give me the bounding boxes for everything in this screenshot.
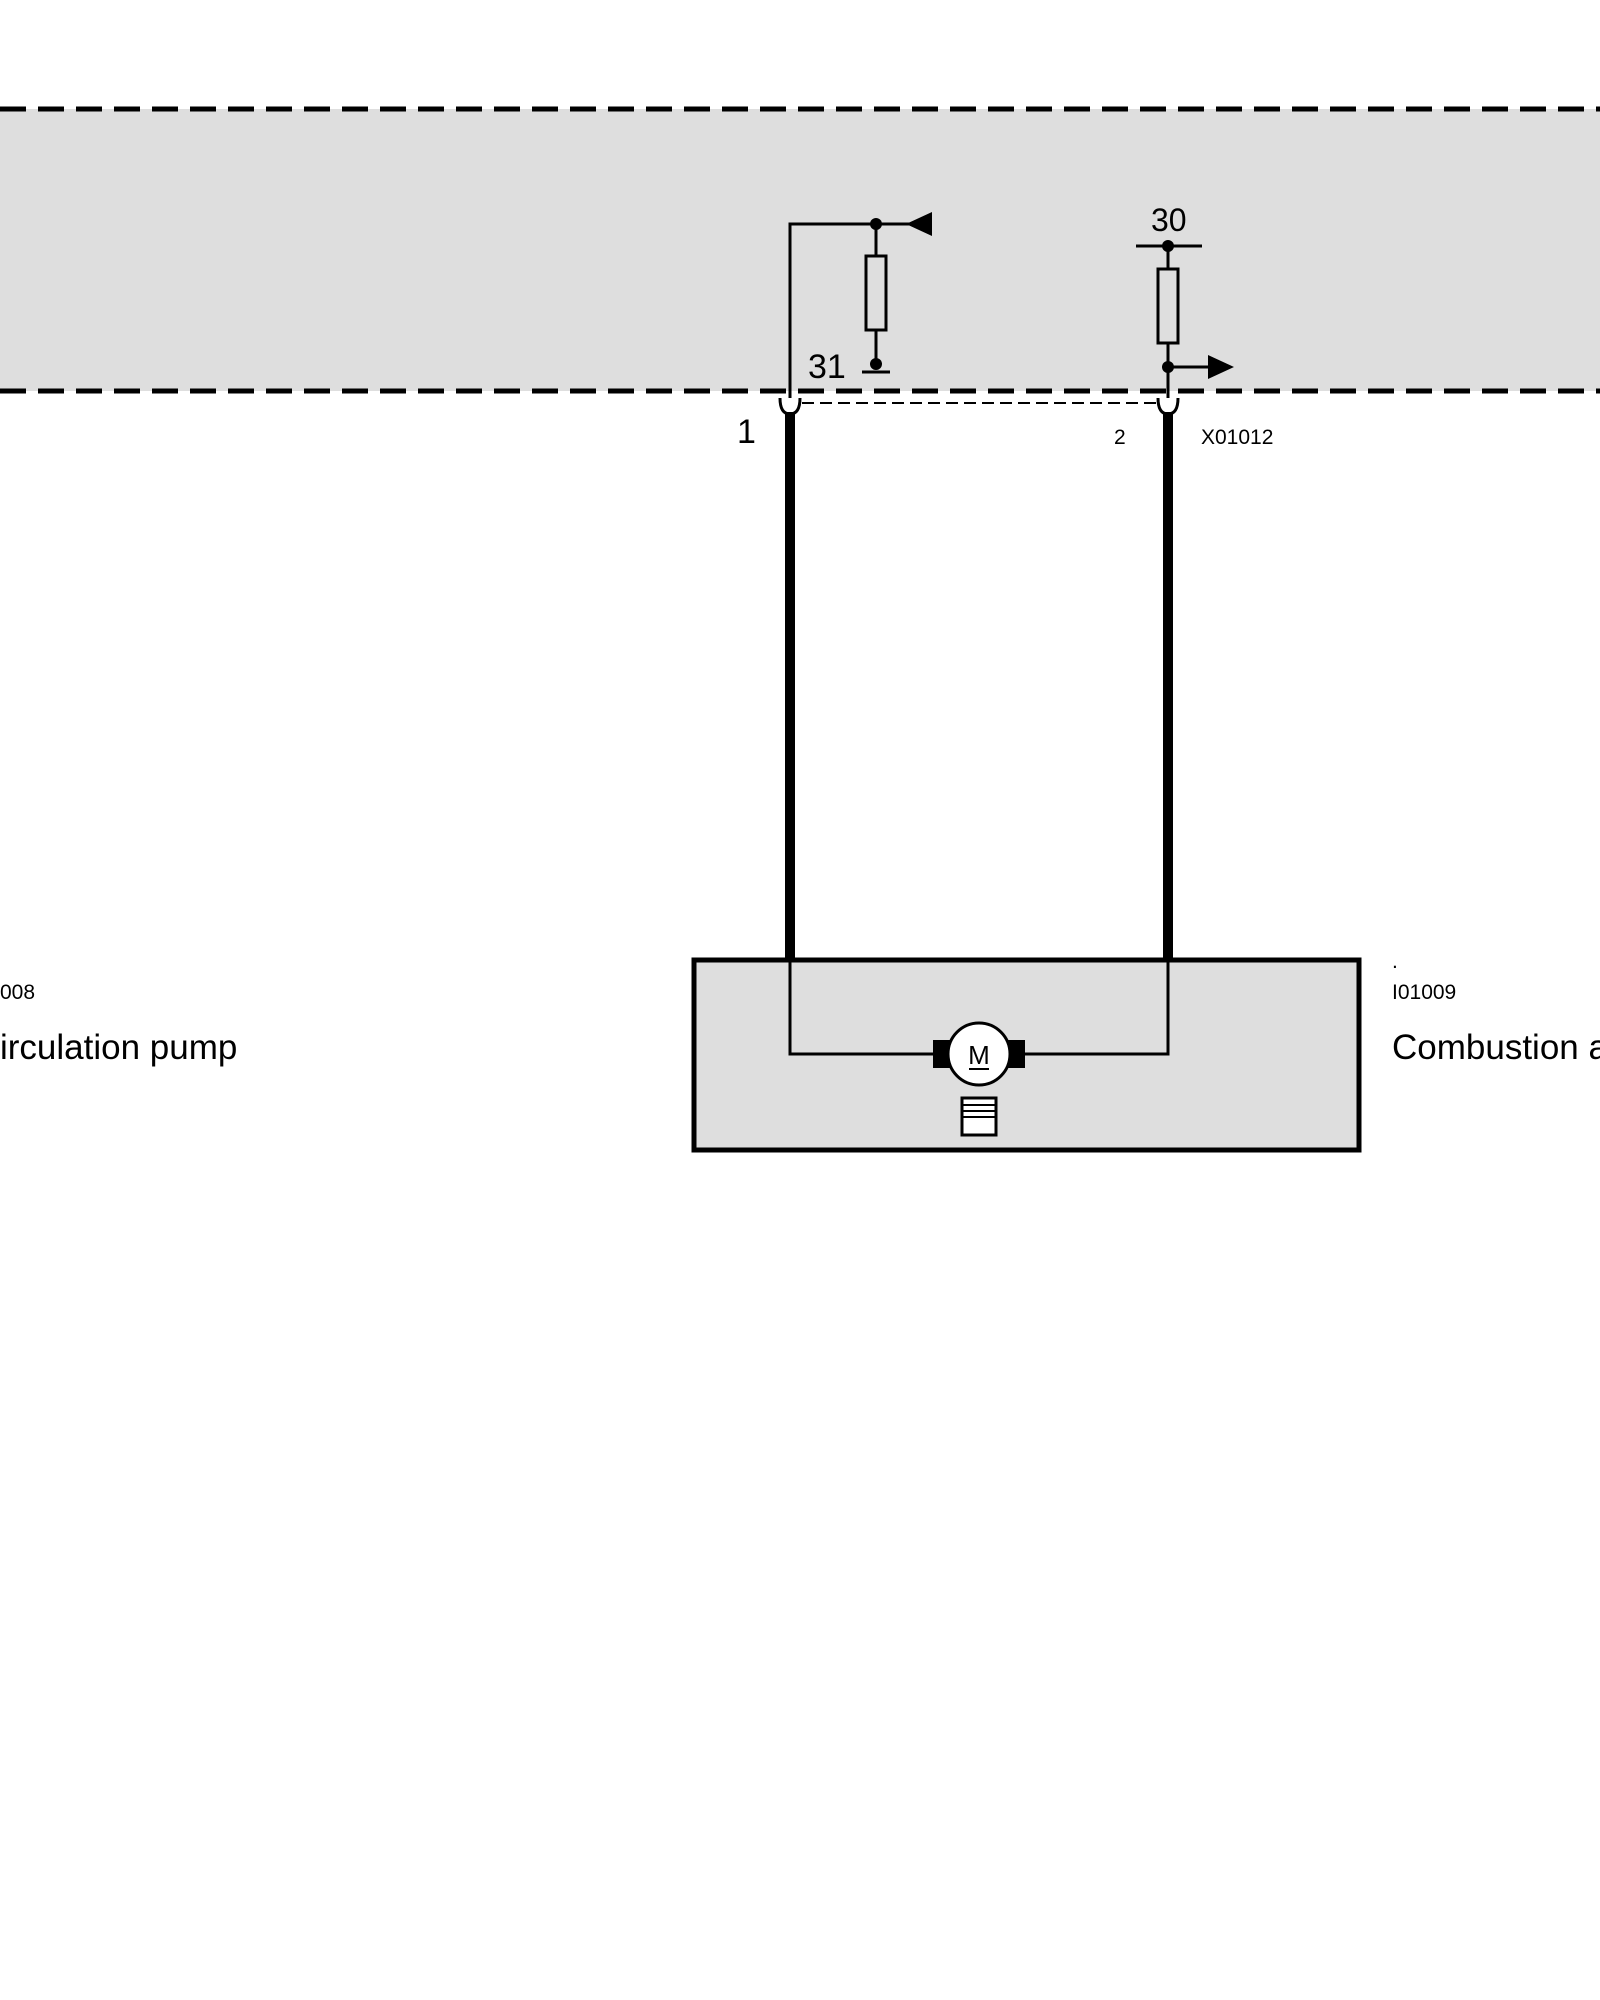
input-arrow-icon — [906, 212, 932, 236]
pin-2-label: 2 — [1114, 426, 1126, 449]
connector-x01012: 1 2 X01012 — [737, 397, 1273, 451]
left-component-id: 008 — [0, 981, 35, 1004]
terminal-30-label: 30 — [1151, 202, 1187, 238]
supply-resistor-circuit: 30 — [1136, 202, 1234, 398]
motor-symbol-label: M — [968, 1040, 990, 1070]
pin-1-label: 1 — [737, 413, 756, 451]
control-unit-block — [0, 106, 1600, 394]
right-component-dot: . — [1392, 950, 1398, 973]
motor-circle — [946, 1021, 1012, 1087]
control-unit-background — [0, 109, 1600, 391]
terminal-31-label: 31 — [808, 348, 846, 386]
connector-id-label: X01012 — [1201, 426, 1273, 449]
ground-resistor-circuit: 31 — [788, 212, 932, 398]
ground-junction-dot — [870, 358, 882, 370]
right-component-name: Combustion a — [1392, 1028, 1600, 1067]
left-component-name: irculation pump — [0, 1028, 237, 1067]
left-component-reference: 008 irculation pump — [0, 981, 237, 1067]
motor-icon: M — [933, 1021, 1025, 1087]
output-arrow-icon — [1208, 355, 1234, 379]
pin-1-contact-icon — [778, 397, 802, 416]
pin-2-contact-icon — [1156, 397, 1180, 416]
right-component-id: I01009 — [1392, 981, 1456, 1004]
pump-internal-wire-left — [788, 962, 940, 1056]
motor-brush-left — [933, 1040, 951, 1068]
harness-wires — [785, 412, 1173, 962]
right-component-reference: . I01009 Combustion a — [1392, 950, 1600, 1067]
document-icon — [960, 1096, 998, 1137]
pump-internal-wire-right — [1018, 962, 1170, 1056]
pump-component: M — [691, 957, 1362, 1153]
motor-brush-right — [1007, 1040, 1025, 1068]
